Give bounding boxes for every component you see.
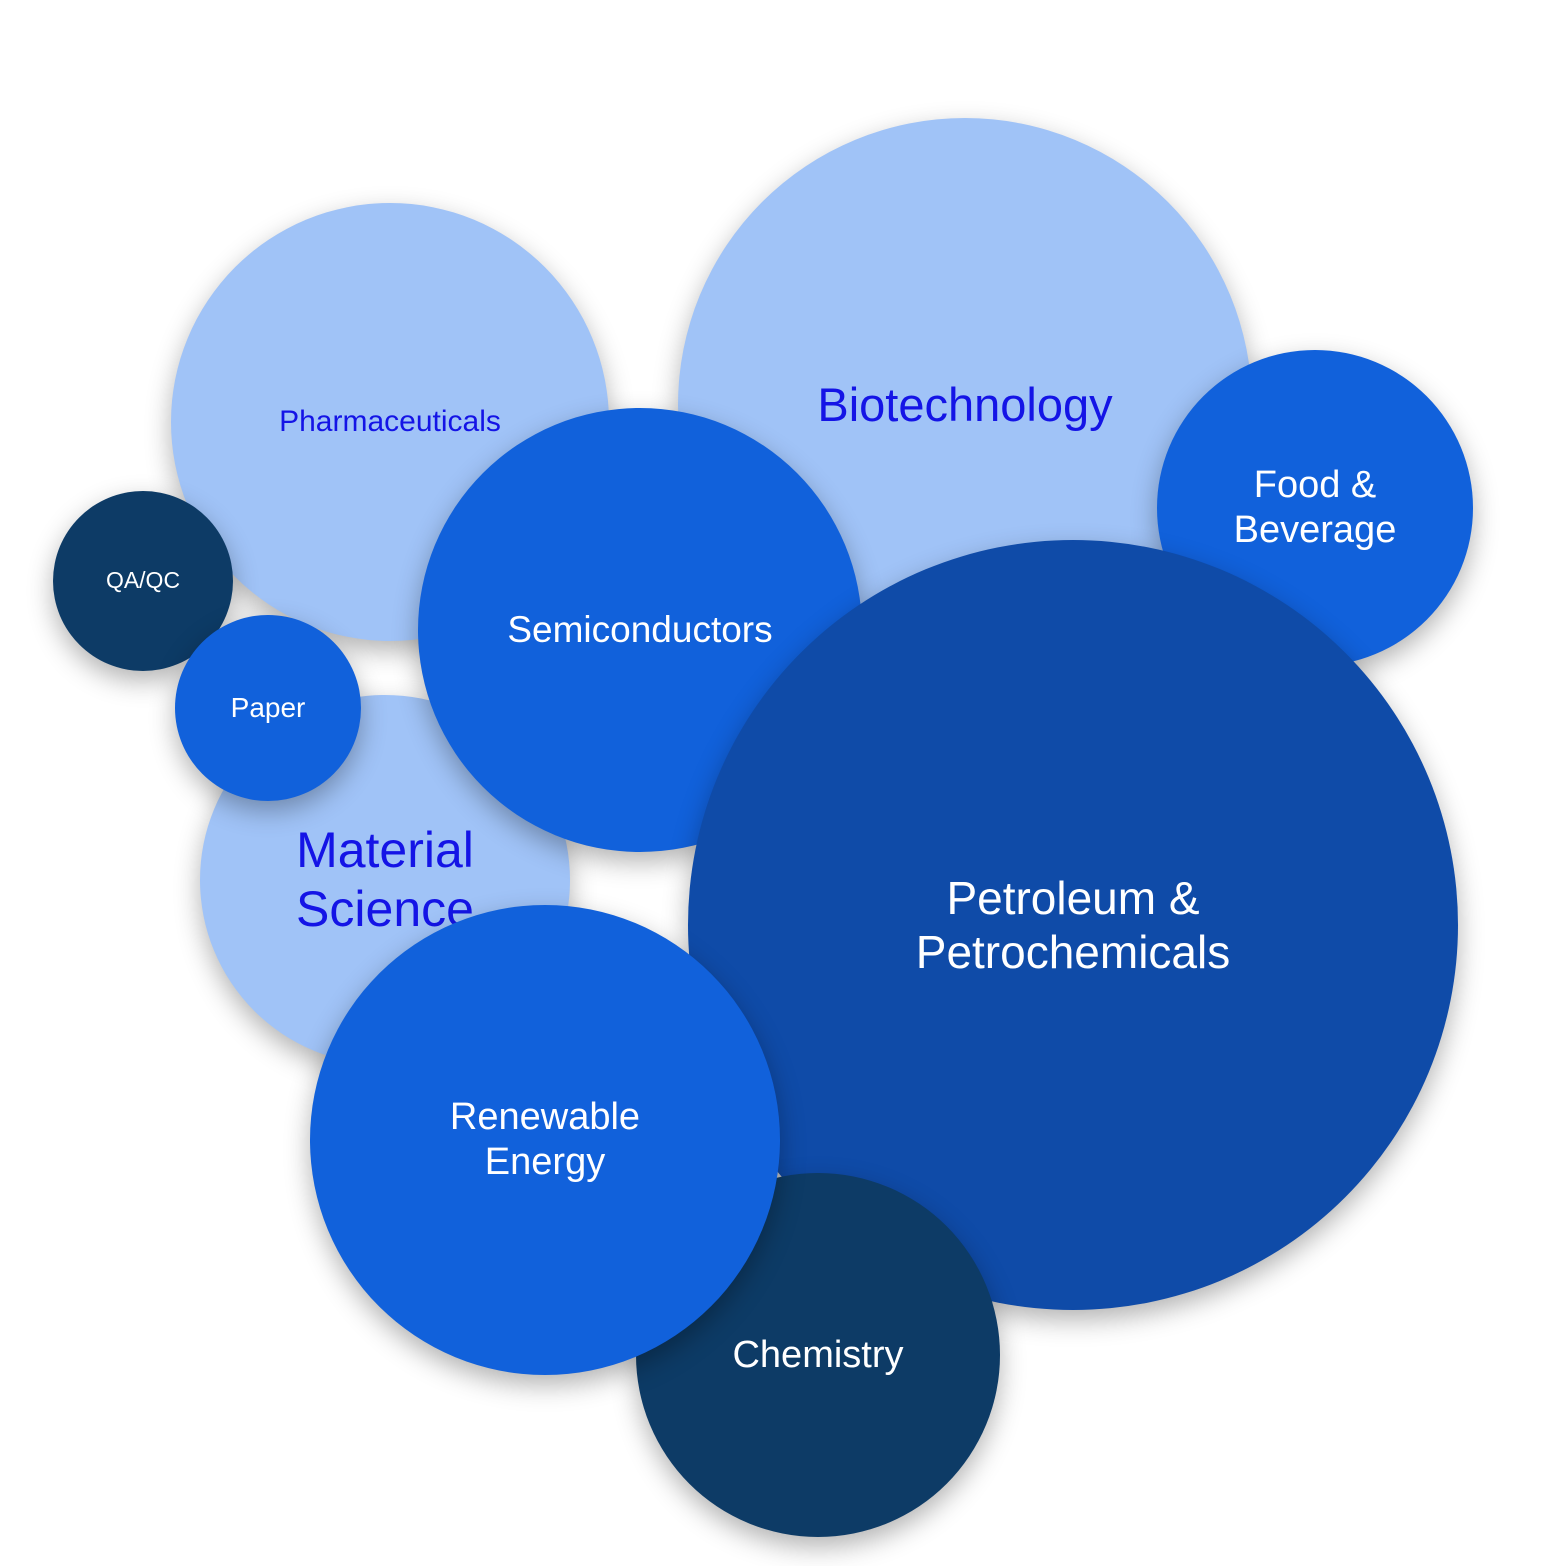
bubble-label: Chemistry: [732, 1333, 904, 1376]
bubble-label: Renewable Energy: [449, 1096, 641, 1183]
bubble-label: Paper: [230, 692, 306, 724]
bubble-paper[interactable]: Paper: [175, 615, 361, 801]
bubble-renewable-energy[interactable]: Renewable Energy: [310, 905, 780, 1375]
bubble-label: Semiconductors: [507, 609, 773, 651]
bubble-label: Petroleum & Petrochemicals: [915, 871, 1231, 978]
bubble-label: Food & Beverage: [1233, 464, 1397, 551]
bubble-label: Biotechnology: [817, 378, 1113, 432]
bubble-label: QA/QC: [105, 567, 181, 594]
